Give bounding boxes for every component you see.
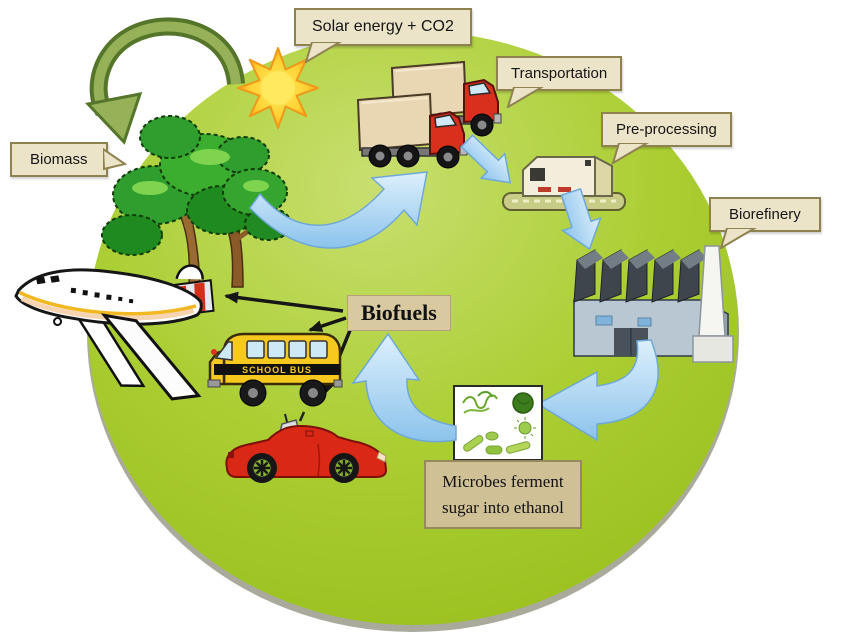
recycle-arrow-icon [85,17,245,145]
trees-biomass-illustration [101,115,292,288]
label-biomass: Biomass [10,142,127,177]
sun-icon [237,47,319,129]
label-solar-energy: Solar energy + CO2 [294,8,472,63]
school-bus-illustration: SCHOOL BUS [207,332,343,407]
label-biofuels: Biofuels [347,295,451,331]
arrow-transport-to-preprocessing [460,134,512,184]
arrow-preprocessing-to-biorefinery [560,187,602,251]
label-biorefinery-text: Biorefinery [729,206,801,223]
bus-sign-text: SCHOOL BUS [242,365,312,375]
label-solar-energy-text: Solar energy + CO2 [312,18,454,35]
label-biorefinery: Biorefinery [709,197,821,249]
label-transportation: Transportation [496,56,623,108]
label-preprocessing: Pre-processing [601,112,732,164]
label-microbes-ferment: Microbes ferment sugar into ethanol [424,460,582,529]
microbes-panel-illustration [453,385,543,461]
label-biofuels-text: Biofuels [361,300,437,325]
label-microbes-line2: sugar into ethanol [442,497,564,517]
sports-car-illustration [225,411,388,483]
arrow-biomass-to-transport [249,171,428,249]
label-microbes-line1: Microbes ferment [442,472,564,491]
label-transportation-text: Transportation [511,65,608,82]
label-biomass-text: Biomass [30,151,88,168]
label-preprocessing-text: Pre-processing [616,121,717,138]
arrow-biorefinery-to-microbes [536,339,659,442]
airplane-illustration [14,264,215,401]
arrow-microbes-to-biofuels [351,332,457,443]
